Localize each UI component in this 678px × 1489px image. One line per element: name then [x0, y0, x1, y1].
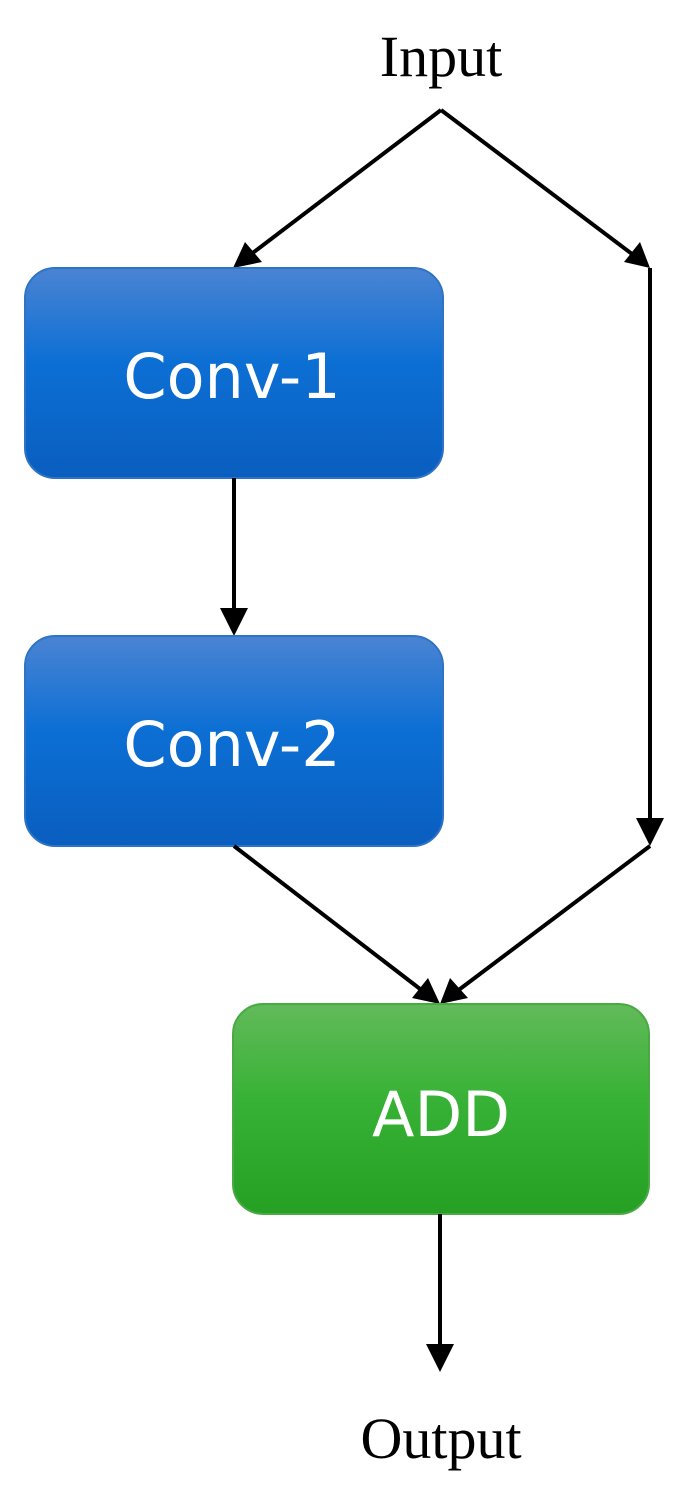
input-label: Input: [380, 24, 502, 89]
edge-add-to-output: [426, 1214, 454, 1372]
edge-input-to-conv1: [233, 108, 443, 268]
conv2-label: Conv-2: [123, 708, 340, 781]
conv1-node: Conv-1: [24, 267, 444, 479]
add-node: ADD: [232, 1003, 650, 1215]
edge-skip-connection: [439, 108, 664, 1004]
edge-conv1-to-conv2: [220, 478, 248, 636]
conv1-label: Conv-1: [123, 340, 340, 413]
edge-conv2-to-add: [232, 844, 440, 1004]
conv2-node: Conv-2: [24, 635, 444, 847]
add-label: ADD: [372, 1078, 510, 1151]
output-label: Output: [360, 1406, 521, 1471]
